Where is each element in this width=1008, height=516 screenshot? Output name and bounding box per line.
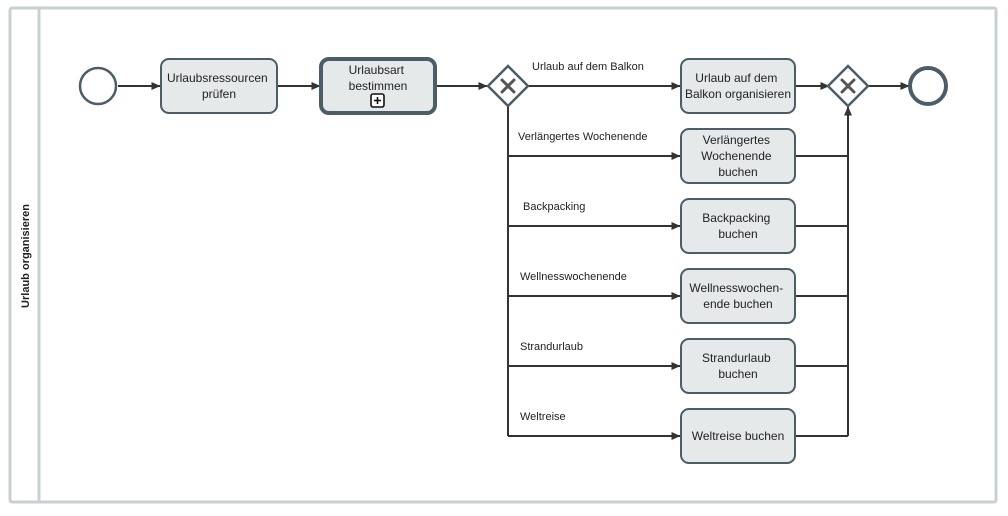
task-label: Wellnesswochen- ende buchen: [689, 281, 786, 311]
end-event[interactable]: [908, 66, 948, 106]
task-label-line: Urlaubsart: [349, 63, 405, 77]
subprocess-determine-type[interactable]: Urlaubsart bestimmen: [319, 57, 437, 115]
task-label-line: Weltreise buchen: [692, 429, 785, 443]
flow-label-long-weekend: Verlängertes Wochenende: [518, 131, 647, 143]
task-label: Verlängertes Wochenende buchen: [701, 133, 775, 179]
pool-label: Urlaub organisieren: [20, 204, 32, 308]
task-box: [680, 408, 796, 464]
pool: Urlaub organisieren: [8, 6, 998, 504]
split-gateway[interactable]: [486, 64, 530, 108]
merge-gateway[interactable]: [826, 64, 870, 108]
task-label-line: Strandurlaub: [702, 351, 771, 365]
flow-label-wellness: Wellnesswochenende: [520, 271, 627, 283]
task-beach[interactable]: Strandurlaub buchen: [680, 338, 796, 394]
task-label-line: buchen: [718, 227, 757, 241]
task-backpacking[interactable]: Backpacking buchen: [680, 198, 796, 254]
x-icon: [500, 78, 516, 94]
start-event[interactable]: [78, 66, 118, 106]
task-label-line: Verlängertes: [703, 133, 770, 147]
task-label: Urlaubsressourcen prüfen: [167, 71, 271, 101]
task-box: [319, 57, 437, 115]
task-label: Backpacking buchen: [702, 211, 773, 241]
task-label-line: buchen: [718, 165, 757, 179]
task-label: Urlaub auf dem Balkon organisieren: [685, 71, 791, 101]
task-label-line: Urlaubsressourcen: [167, 71, 268, 85]
task-box: [680, 338, 796, 394]
task-box: [680, 268, 796, 324]
flow-label-backpacking: Backpacking: [523, 201, 585, 213]
task-label-line: Backpacking: [702, 211, 770, 225]
flow-labels: Urlaub auf dem Balkon Verlängertes Woche…: [518, 61, 647, 423]
task-long-weekend[interactable]: Verlängertes Wochenende buchen: [680, 128, 796, 184]
task-box: [160, 58, 278, 114]
task-box: [680, 128, 796, 184]
task-label-line: Urlaub auf dem: [695, 71, 777, 85]
task-label: Urlaubsart bestimmen: [349, 63, 408, 93]
flow-label-beach: Strandurlaub: [520, 341, 583, 353]
task-label-line: buchen: [718, 367, 757, 381]
sequence-flows: [118, 82, 910, 440]
task-wellness[interactable]: Wellnesswochen- ende buchen: [680, 268, 796, 324]
task-box: [680, 198, 796, 254]
flow-label-world-trip: Weltreise: [520, 411, 566, 423]
plus-box-icon[interactable]: [370, 93, 385, 108]
task-label-line: Wellnesswochen-: [689, 281, 783, 295]
task-label-line: prüfen: [202, 87, 236, 101]
task-label-line: ende buchen: [703, 297, 772, 311]
task-label-line: bestimmen: [349, 79, 408, 93]
task-world-trip[interactable]: Weltreise buchen: [680, 408, 796, 464]
task-check-resources[interactable]: Urlaubsressourcen prüfen: [160, 58, 278, 114]
task-label-line: Balkon organisieren: [685, 87, 791, 101]
task-label-line: Wochenende: [701, 149, 772, 163]
task-label: Strandurlaub buchen: [702, 351, 774, 381]
x-icon: [840, 78, 856, 94]
task-balcony[interactable]: Urlaub auf dem Balkon organisieren: [680, 58, 796, 114]
task-box: [680, 58, 796, 114]
pool-border: [8, 6, 998, 504]
flow-label-balcony: Urlaub auf dem Balkon: [532, 61, 644, 73]
task-label: Weltreise buchen: [692, 429, 785, 443]
